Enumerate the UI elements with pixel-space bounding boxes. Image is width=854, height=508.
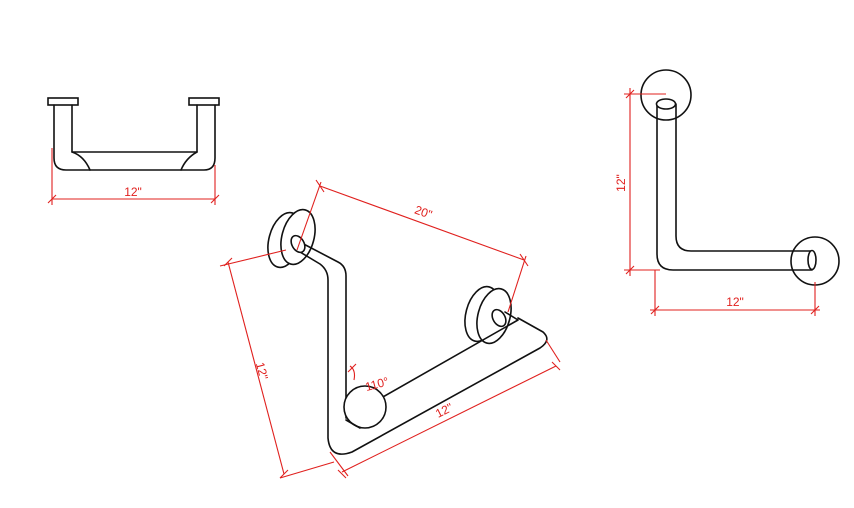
angled-view-angle-label: 110° (364, 374, 391, 394)
top-view-width-label: 12" (124, 185, 142, 199)
side-view: 12" 12" (614, 69, 840, 316)
angled-view-left-leg-dimension: 12" (219, 249, 335, 479)
top-view-width-dimension: 12" (47, 148, 220, 205)
angled-view: 20" 12" 12" 110° (219, 179, 561, 479)
angled-view-angle-dimension: 110° (347, 363, 391, 394)
side-view-height-label: 12" (614, 174, 628, 192)
side-view-width-dimension: 12" (650, 270, 820, 316)
angled-view-bar (267, 208, 548, 455)
side-view-height-dimension: 12" (614, 88, 666, 276)
top-view-bar (47, 97, 220, 171)
side-view-bar (640, 69, 840, 286)
angled-view-span-dimension: 20" (296, 179, 529, 313)
angled-view-span-label: 20" (413, 203, 434, 222)
top-view: 12" (47, 97, 220, 205)
angled-view-left-leg-label: 12" (253, 361, 271, 382)
side-view-width-label: 12" (726, 295, 744, 309)
